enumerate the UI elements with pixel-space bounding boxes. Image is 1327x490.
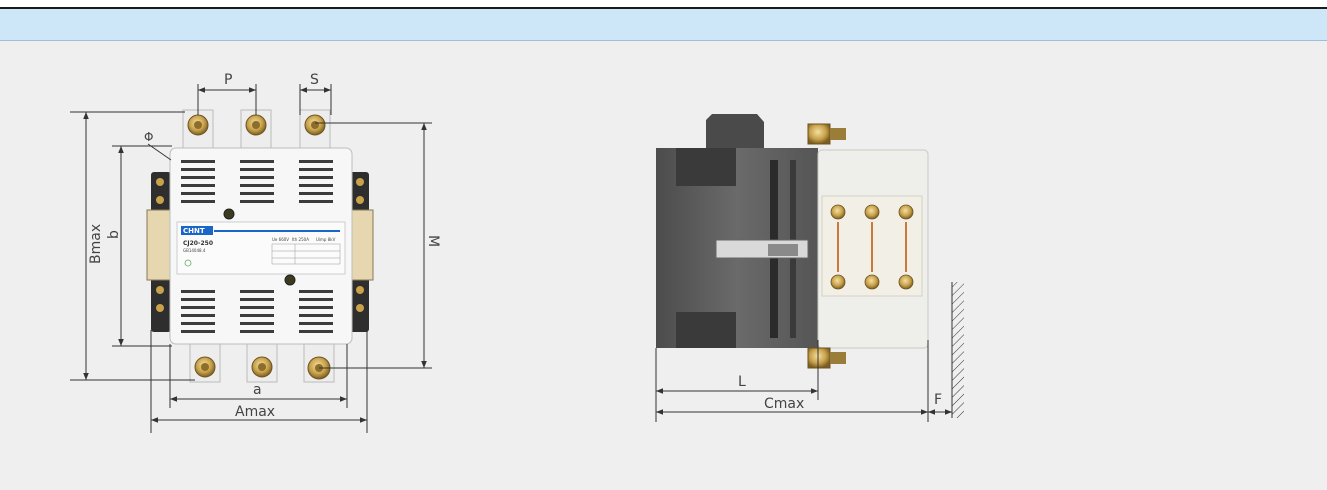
dim-label-m: M <box>425 235 441 247</box>
rating-right: Uimp 8kV <box>316 237 336 242</box>
front-dimension-lines <box>70 84 432 433</box>
dim-label-phi: Φ <box>144 130 153 144</box>
mounting-wall-hatch <box>952 282 964 418</box>
left-aux-block <box>146 209 172 281</box>
dim-label-p: P <box>224 72 232 88</box>
front-view: CHNT CJ20-250 GB14048.4 Ue 660V Ith 250A… <box>70 72 441 433</box>
aux-contact-springs <box>837 222 907 272</box>
bottom-terminals <box>189 343 335 383</box>
model-text: CJ20-250 <box>183 240 213 247</box>
aux-contact-screws <box>830 204 914 290</box>
dim-label-cmax: Cmax <box>764 396 804 412</box>
dim-label-a: a <box>253 382 262 398</box>
section-header-bar <box>0 9 1327 41</box>
side-dimension-lines <box>655 340 952 422</box>
brand-text: CHNT <box>183 227 205 235</box>
dim-label-amax: Amax <box>235 404 275 420</box>
dim-label-b: b <box>106 230 122 239</box>
model-sub-text: GB14048.4 <box>183 248 206 253</box>
dim-label-f: F <box>934 392 942 408</box>
lower-vents <box>181 290 333 333</box>
rating-mid: Ith 250A <box>292 237 309 242</box>
dim-label-l: L <box>738 374 746 390</box>
dim-label-bmax: Bmax <box>88 224 104 264</box>
dim-label-s: S <box>310 72 319 88</box>
top-border <box>0 0 1327 9</box>
side-view: L Cmax F <box>655 114 964 422</box>
side-terminal-bolts <box>807 123 846 369</box>
right-aux-block <box>348 209 374 281</box>
upper-vents <box>181 160 333 203</box>
coil-hump <box>706 114 764 150</box>
brand-logo <box>181 226 213 235</box>
rating-left: Ue 660V <box>272 237 289 242</box>
